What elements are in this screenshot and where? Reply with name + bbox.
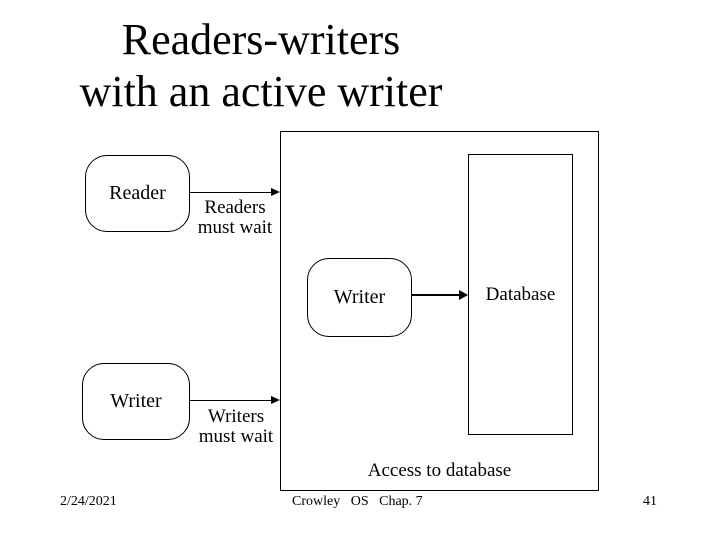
access-to-database-label: Access to database: [367, 460, 512, 481]
writer-arrow-head-icon: [271, 396, 280, 404]
reader-arrow-line: [190, 192, 271, 193]
readers-must-wait-line2: must wait: [197, 217, 273, 238]
active-writer-box-label: Writer: [333, 286, 386, 308]
active-writer-box: Writer: [307, 258, 412, 337]
readers-must-wait-line1: Readers: [204, 197, 266, 218]
slide-title-line2: with an active writer: [79, 67, 443, 116]
footer-citation: Crowley OS Chap. 7: [292, 494, 423, 509]
reader-box: Reader: [85, 155, 190, 232]
waiting-writer-box-label: Writer: [110, 390, 162, 412]
reader-box-label: Reader: [109, 182, 166, 204]
database-box: Database: [468, 154, 573, 435]
writer-database-arrow-line: [412, 294, 459, 296]
readers-must-wait-label: Readers must wait: [190, 198, 280, 238]
slide-title: Readers-writers with an active writer: [0, 14, 522, 118]
footer-date: 2/24/2021: [60, 494, 117, 509]
footer-page-number: 41: [643, 494, 657, 509]
database-box-label: Database: [485, 283, 556, 305]
writer-database-arrow-head-icon: [459, 290, 468, 300]
writers-must-wait-line1: Writers: [207, 406, 265, 427]
writers-must-wait-label: Writers must wait: [191, 407, 281, 447]
slide-title-line1: Readers-writers: [121, 15, 401, 64]
reader-arrow-head-icon: [271, 188, 280, 196]
waiting-writer-box: Writer: [82, 363, 190, 440]
writers-must-wait-line2: must wait: [198, 426, 274, 447]
writer-arrow-line: [190, 400, 271, 401]
